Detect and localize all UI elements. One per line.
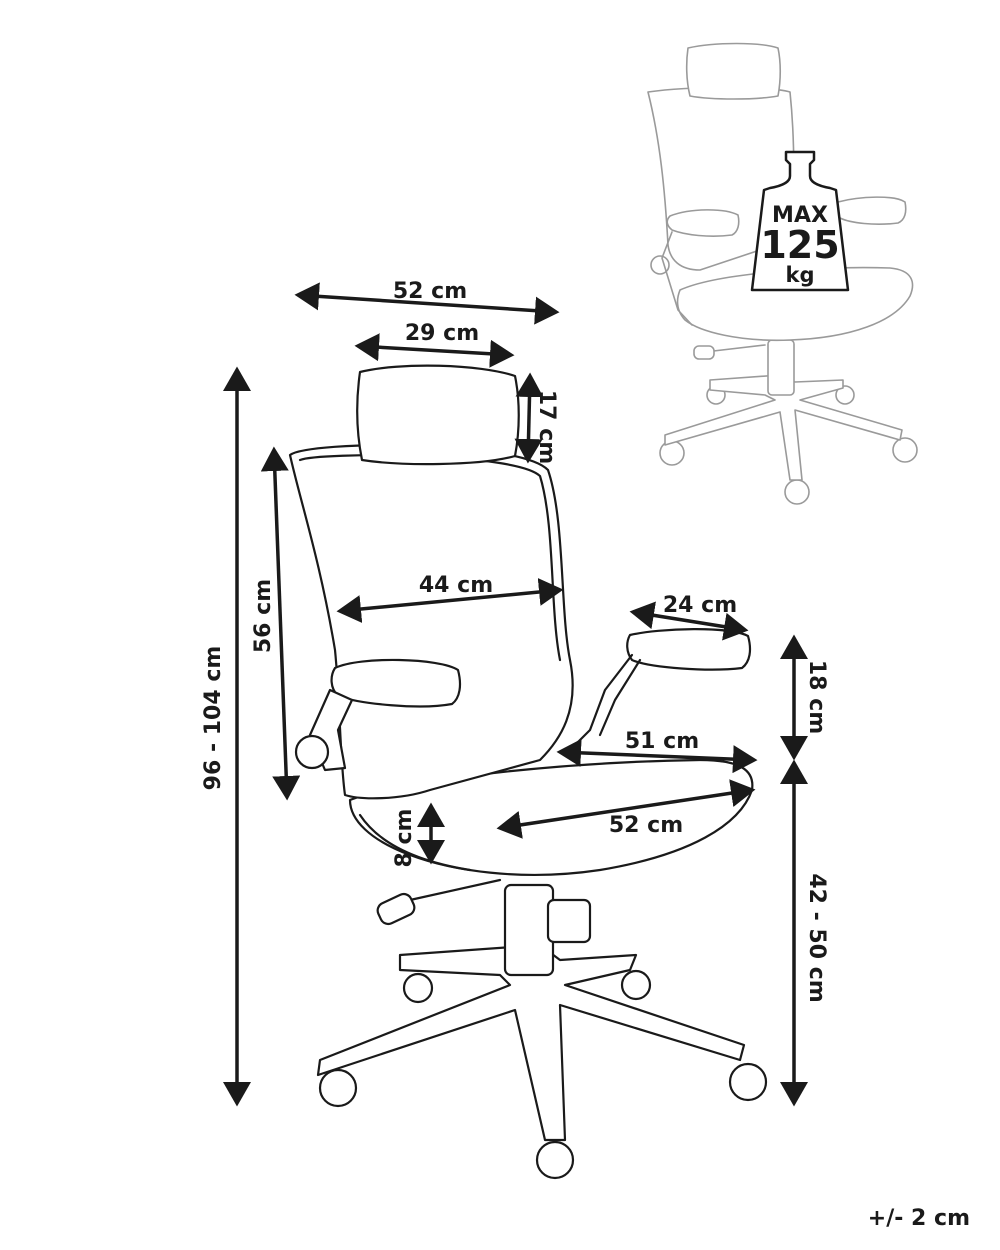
headrest-width-arrow [354, 333, 515, 368]
chair-lever [408, 878, 502, 902]
seat-thickness-label: 8 cm [392, 809, 417, 868]
headrest-height-label: 17 cm [534, 390, 559, 464]
backrest-width-arrow [336, 578, 564, 623]
total-height-label: 96 - 104 cm [201, 646, 226, 791]
overall-width-label: 52 cm [393, 279, 467, 304]
armrest-height-label: 18 cm [804, 660, 829, 734]
seat-depth-label: 52 cm [609, 813, 683, 838]
chair-casters [318, 969, 768, 1180]
chair-base [316, 943, 746, 1142]
backrest-height-label: 56 cm [251, 579, 276, 653]
chair-right-armrest [626, 628, 752, 671]
seat-width-label: 51 cm [625, 729, 699, 754]
armrest-length-label: 24 cm [663, 593, 737, 618]
weight-icon [750, 150, 850, 292]
reference-chair-drawing [647, 42, 918, 505]
seat-height-label: 42 - 50 cm [804, 873, 829, 1002]
overall-width-arrow [294, 282, 560, 325]
main-chair-drawing [288, 364, 768, 1180]
headrest-width-label: 29 cm [405, 321, 479, 346]
backrest-width-label: 44 cm [419, 573, 493, 598]
tolerance-note: +/- 2 cm [868, 1206, 970, 1231]
dimension-labels: 52 cm 29 cm 17 cm 96 - 104 cm 56 cm 44 c… [201, 279, 970, 1231]
chair-gas-cylinder [503, 883, 555, 977]
weight-unit: kg [786, 263, 815, 287]
weight-max-label: MAX [772, 203, 828, 228]
seat-width-arrow [556, 738, 758, 774]
chair-headrest [356, 364, 520, 466]
headrest-height-arrow [514, 372, 544, 464]
dimension-arrows [223, 282, 808, 1107]
weight-value: 125 [760, 223, 839, 267]
armrest-length-arrow [629, 601, 749, 641]
seat-depth-arrow [496, 779, 756, 839]
backrest-height-arrow [260, 446, 301, 801]
max-weight-badge: MAX 125 kg [750, 150, 850, 292]
